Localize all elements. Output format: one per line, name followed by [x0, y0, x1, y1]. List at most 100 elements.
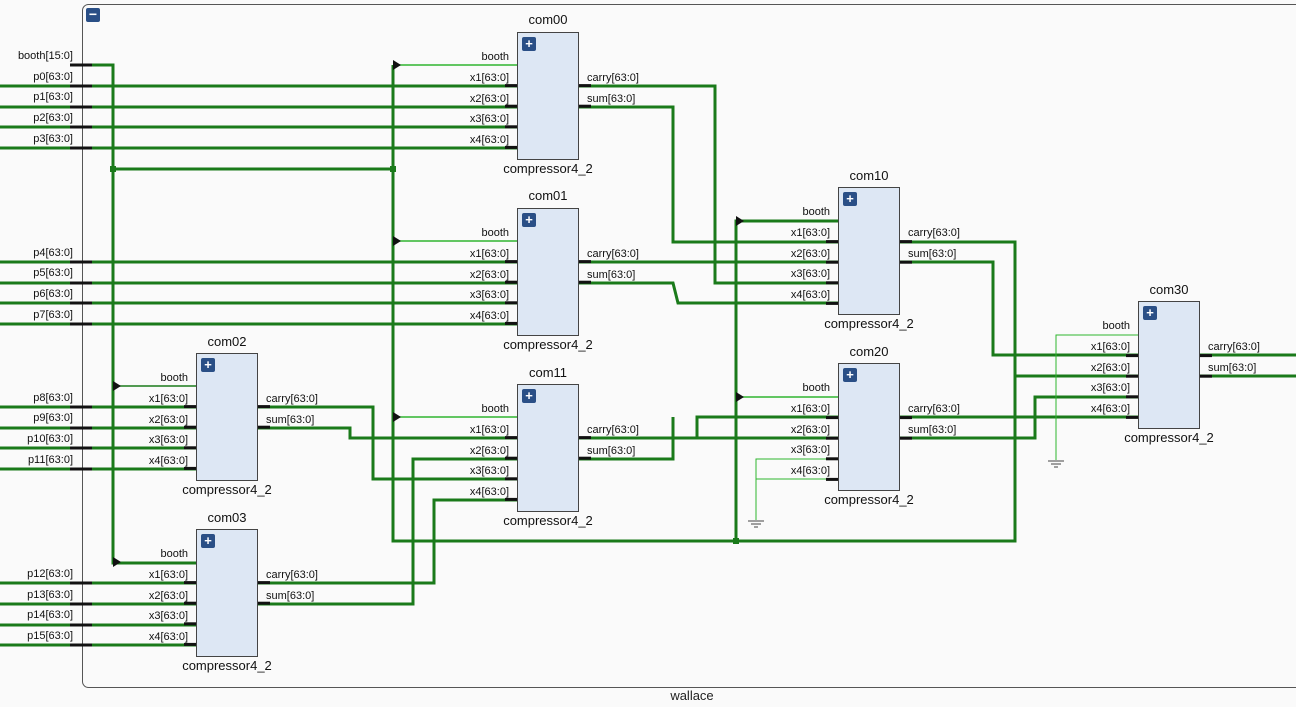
expand-icon[interactable]: +	[1143, 306, 1157, 320]
pin-x1: x1[63:0]	[1090, 341, 1130, 353]
pin-x1: x1[63:0]	[148, 393, 188, 405]
com10-sum[interactable]	[900, 260, 1138, 357]
compressor-block[interactable]: +	[517, 384, 579, 512]
pin-sum: sum[63:0]	[908, 424, 957, 436]
pin-x3: x3[63:0]	[469, 113, 509, 125]
pin-x4: x4[63:0]	[469, 134, 509, 146]
pin-sum: sum[63:0]	[908, 248, 957, 260]
pin-sum: sum[63:0]	[266, 414, 315, 426]
pin-x3: x3[63:0]	[148, 610, 188, 622]
pin-carry: carry[63:0]	[266, 569, 318, 581]
pin-x2: x2[63:0]	[469, 269, 509, 281]
com20-sum[interactable]	[900, 395, 1138, 440]
port-p14: p14[63:0]	[27, 609, 73, 621]
com03-carry[interactable]	[258, 498, 517, 585]
expand-icon[interactable]: +	[843, 368, 857, 382]
pin-x2: x2[63:0]	[469, 93, 509, 105]
port-p7: p7[63:0]	[33, 309, 73, 321]
pin-x3: x3[63:0]	[1090, 382, 1130, 394]
pin-booth: booth	[160, 372, 188, 384]
com00-carry[interactable]	[579, 84, 838, 285]
cell-type: compressor4_2	[1124, 430, 1214, 445]
instance-name: com30	[1149, 282, 1189, 297]
compressor-block[interactable]: +	[838, 363, 900, 491]
booth-arrow-icon	[393, 60, 401, 70]
port-booth: booth[15:0]	[17, 50, 73, 62]
com10-carry-return[interactable]	[391, 65, 1017, 543]
pin-carry: carry[63:0]	[587, 424, 639, 436]
booth-arrow-icon	[393, 236, 401, 246]
pin-x4: x4[63:0]	[148, 631, 188, 643]
expand-icon[interactable]: +	[843, 192, 857, 206]
pin-booth: booth	[1102, 320, 1130, 332]
instance-name: com10	[849, 168, 889, 183]
pin-carry: carry[63:0]	[1208, 341, 1260, 353]
port-p5: p5[63:0]	[33, 267, 73, 279]
compressor-block[interactable]: +	[1138, 301, 1200, 429]
pin-x3: x3[63:0]	[469, 465, 509, 477]
instance-name: com03	[207, 510, 247, 525]
pin-sum: sum[63:0]	[587, 445, 636, 457]
expand-icon[interactable]: +	[522, 37, 536, 51]
com01-sum[interactable]	[579, 281, 838, 305]
booth-arrow-icon	[736, 216, 744, 226]
port-p15: p15[63:0]	[27, 630, 73, 642]
pin-x2: x2[63:0]	[1090, 362, 1130, 374]
pin-x1: x1[63:0]	[790, 403, 830, 415]
port-p6: p6[63:0]	[33, 288, 73, 300]
pin-carry: carry[63:0]	[587, 72, 639, 84]
port-p8: p8[63:0]	[33, 392, 73, 404]
pin-carry: carry[63:0]	[908, 403, 960, 415]
pin-x4: x4[63:0]	[1090, 403, 1130, 415]
pin-carry: carry[63:0]	[908, 227, 960, 239]
expand-icon[interactable]: +	[522, 213, 536, 227]
container-name: wallace	[670, 688, 714, 703]
com30-booth-ground[interactable]	[1055, 334, 1138, 460]
port-p3: p3[63:0]	[33, 133, 73, 145]
pin-carry: carry[63:0]	[587, 248, 639, 260]
junction-dot	[110, 166, 116, 172]
compressor-block[interactable]: +	[196, 529, 258, 657]
port-p12: p12[63:0]	[27, 568, 73, 580]
com02-carry[interactable]	[258, 405, 517, 481]
junction-dot	[390, 166, 396, 172]
expand-icon[interactable]: +	[201, 534, 215, 548]
port-p2: p2[63:0]	[33, 112, 73, 124]
pin-x1: x1[63:0]	[790, 227, 830, 239]
port-p11: p11[63:0]	[27, 454, 73, 466]
pin-x3: x3[63:0]	[790, 268, 830, 280]
wallace-frame	[82, 4, 1296, 688]
instance-name: com00	[528, 12, 568, 27]
com11-sum[interactable]	[579, 417, 675, 461]
com02-sum[interactable]	[258, 426, 838, 440]
pin-x4: x4[63:0]	[148, 455, 188, 467]
compressor-block[interactable]: +	[196, 353, 258, 481]
port-p4: p4[63:0]	[33, 247, 73, 259]
cell-type: compressor4_2	[182, 658, 272, 673]
pin-x4: x4[63:0]	[469, 486, 509, 498]
pin-x2: x2[63:0]	[148, 414, 188, 426]
pin-x1: x1[63:0]	[148, 569, 188, 581]
pin-booth: booth	[481, 227, 509, 239]
com03-sum[interactable]	[258, 457, 517, 606]
booth-arrow-icon	[113, 557, 121, 567]
pin-carry: carry[63:0]	[266, 393, 318, 405]
pin-x3: x3[63:0]	[790, 444, 830, 456]
pin-x4: x4[63:0]	[790, 465, 830, 477]
com11-carry[interactable]	[579, 415, 838, 440]
compressor-block[interactable]: +	[517, 32, 579, 160]
expand-icon[interactable]: +	[522, 389, 536, 403]
com00-sum[interactable]	[579, 105, 838, 244]
com20-x3-ground[interactable]	[755, 458, 838, 520]
ground-icon	[1048, 460, 1064, 468]
pin-x1: x1[63:0]	[469, 248, 509, 260]
pin-x4: x4[63:0]	[469, 310, 509, 322]
cell-type: compressor4_2	[503, 513, 593, 528]
pin-x1: x1[63:0]	[469, 424, 509, 436]
compressor-block[interactable]: +	[838, 187, 900, 315]
pin-booth: booth	[802, 206, 830, 218]
compressor-block[interactable]: +	[517, 208, 579, 336]
collapse-icon[interactable]: −	[86, 7, 100, 22]
expand-icon[interactable]: +	[201, 358, 215, 372]
